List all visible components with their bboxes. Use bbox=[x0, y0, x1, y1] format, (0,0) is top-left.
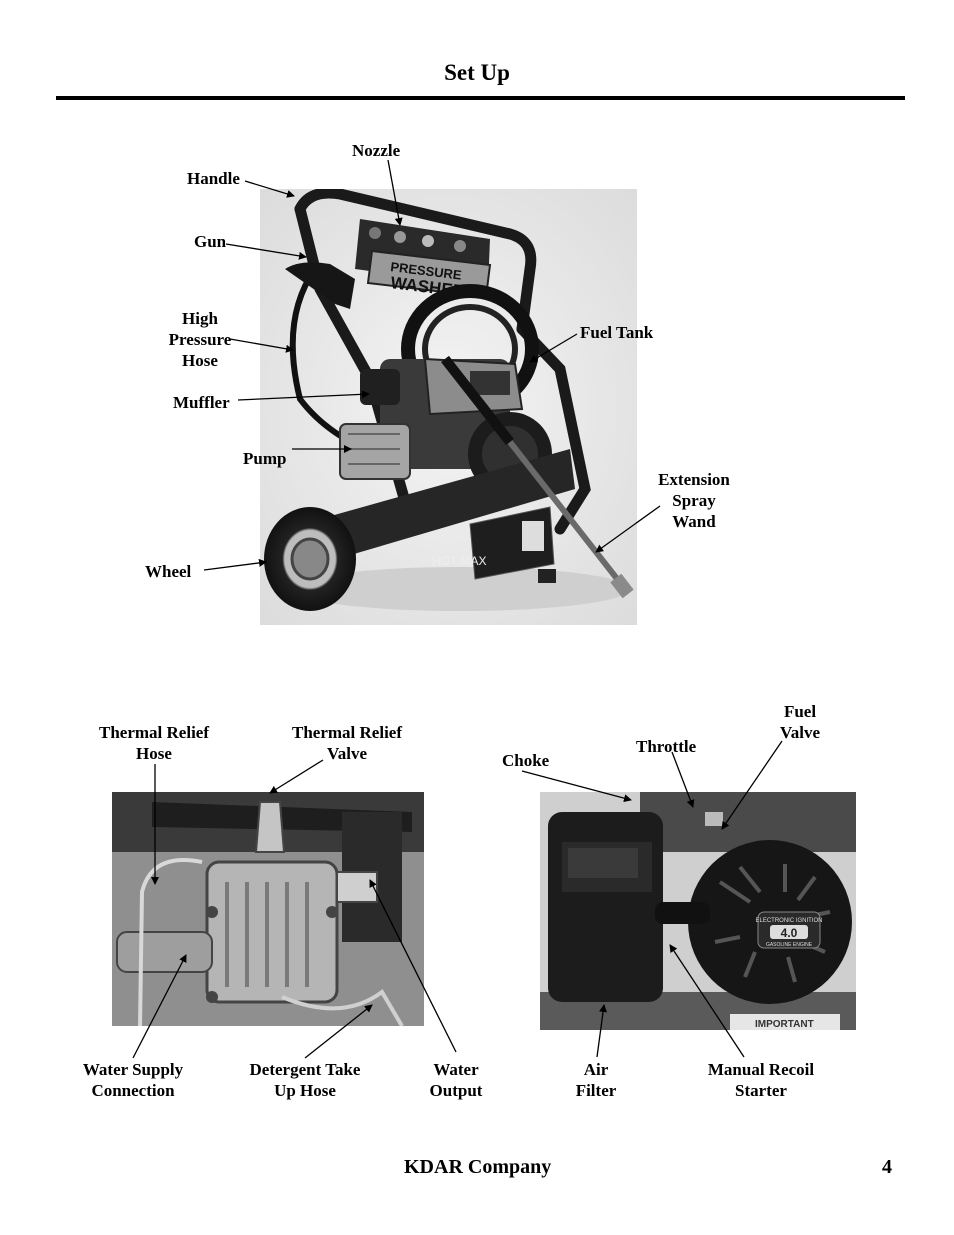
label-line: Detergent Take bbox=[249, 1060, 361, 1079]
pressure-washer-illustration: PRESSURE WASHER HOT MAX bbox=[260, 189, 637, 625]
label-thermal-relief-hose: Thermal Relief Hose bbox=[90, 722, 218, 764]
label-detergent-take-up-hose: Detergent Take Up Hose bbox=[240, 1059, 370, 1101]
arrow-nozzle bbox=[387, 159, 403, 226]
label-pump: Pump bbox=[243, 449, 287, 468]
label-line: Water bbox=[433, 1060, 479, 1079]
label-water-output: Water Output bbox=[420, 1059, 492, 1101]
label-muffler: Muffler bbox=[173, 393, 230, 412]
label-handle: Handle bbox=[187, 169, 240, 188]
label-manual-recoil-starter: Manual Recoil Starter bbox=[698, 1059, 824, 1101]
pump-closeup-photo bbox=[112, 792, 424, 1026]
engine-badge-number: 4.0 bbox=[781, 926, 798, 940]
label-line: Thermal Relief bbox=[292, 723, 402, 742]
label-line: Output bbox=[429, 1081, 483, 1100]
label-line: Connection bbox=[91, 1081, 175, 1100]
arrow-thermal-relief-valve bbox=[269, 759, 324, 794]
label-line: Water Supply bbox=[82, 1060, 184, 1079]
arrow-handle bbox=[244, 180, 295, 198]
label-line: Fuel bbox=[783, 702, 817, 721]
arrow-water-supply bbox=[132, 954, 187, 1059]
label-extension-spray-wand: Extension Spray Wand bbox=[650, 469, 738, 532]
label-line: Air bbox=[583, 1060, 609, 1079]
label-wheel: Wheel bbox=[145, 562, 192, 581]
label-line: Filter bbox=[575, 1081, 617, 1100]
arrow-fuel-valve bbox=[721, 740, 783, 830]
label-air-filter: Air Filter bbox=[566, 1059, 626, 1101]
page-number: 4 bbox=[882, 1156, 892, 1178]
label-water-supply-connection: Water Supply Connection bbox=[73, 1059, 193, 1101]
arrow-water-output bbox=[369, 879, 457, 1053]
arrow-throttle bbox=[671, 751, 695, 808]
label-line: Valve bbox=[327, 744, 367, 763]
pump-illustration bbox=[112, 792, 424, 1026]
arrow-detergent bbox=[304, 1004, 373, 1059]
page-title: Set Up bbox=[444, 60, 510, 85]
engine-badge-bottom: GASOLINE ENGINE bbox=[766, 942, 813, 948]
label-fuel-valve: Fuel Valve bbox=[770, 701, 830, 743]
base-brand-text: HOT MAX bbox=[432, 554, 486, 568]
arrow-gun bbox=[225, 243, 307, 260]
label-line: Hose bbox=[182, 351, 218, 370]
label-line: Manual Recoil bbox=[707, 1060, 815, 1079]
label-gun: Gun bbox=[194, 232, 227, 251]
pressure-washer-photo: PRESSURE WASHER HOT MAX bbox=[260, 189, 637, 625]
label-line: Hose bbox=[136, 744, 172, 763]
engine-illustration: IMPORTANT ELECTRONIC IGNITION 4.0 GASOLI… bbox=[540, 792, 856, 1030]
footer-company: KDAR Company bbox=[404, 1156, 552, 1178]
label-choke: Choke bbox=[502, 751, 550, 770]
label-line: Wand bbox=[672, 512, 716, 531]
engine-closeup-photo: IMPORTANT ELECTRONIC IGNITION 4.0 GASOLI… bbox=[540, 792, 856, 1030]
important-sticker-text: IMPORTANT bbox=[755, 1019, 814, 1030]
title-divider bbox=[56, 96, 905, 100]
engine-badge-top: ELECTRONIC IGNITION bbox=[755, 918, 822, 924]
arrow-fuel-tank bbox=[529, 333, 578, 363]
arrow-extension-wand bbox=[595, 505, 661, 553]
label-thermal-relief-valve: Thermal Relief Valve bbox=[283, 722, 411, 764]
label-line: Spray bbox=[672, 491, 716, 510]
arrow-high-pressure-hose bbox=[229, 338, 294, 353]
label-line: High bbox=[182, 309, 218, 328]
label-line: Thermal Relief bbox=[99, 723, 209, 742]
label-fuel-tank: Fuel Tank bbox=[580, 323, 654, 342]
label-line: Valve bbox=[780, 723, 820, 742]
label-throttle: Throttle bbox=[636, 737, 697, 756]
arrow-air-filter bbox=[596, 1004, 608, 1058]
arrow-choke bbox=[521, 770, 632, 803]
arrow-wheel bbox=[203, 558, 267, 571]
arrow-muffler bbox=[237, 390, 370, 401]
label-line: Up Hose bbox=[274, 1081, 336, 1100]
label-nozzle: Nozzle bbox=[352, 141, 401, 160]
label-line: Starter bbox=[735, 1081, 787, 1100]
arrow-recoil-starter bbox=[669, 944, 745, 1058]
label-high-pressure-hose: High Pressure Hose bbox=[164, 308, 236, 371]
label-line: Pressure bbox=[168, 330, 232, 349]
label-line: Extension bbox=[658, 470, 730, 489]
